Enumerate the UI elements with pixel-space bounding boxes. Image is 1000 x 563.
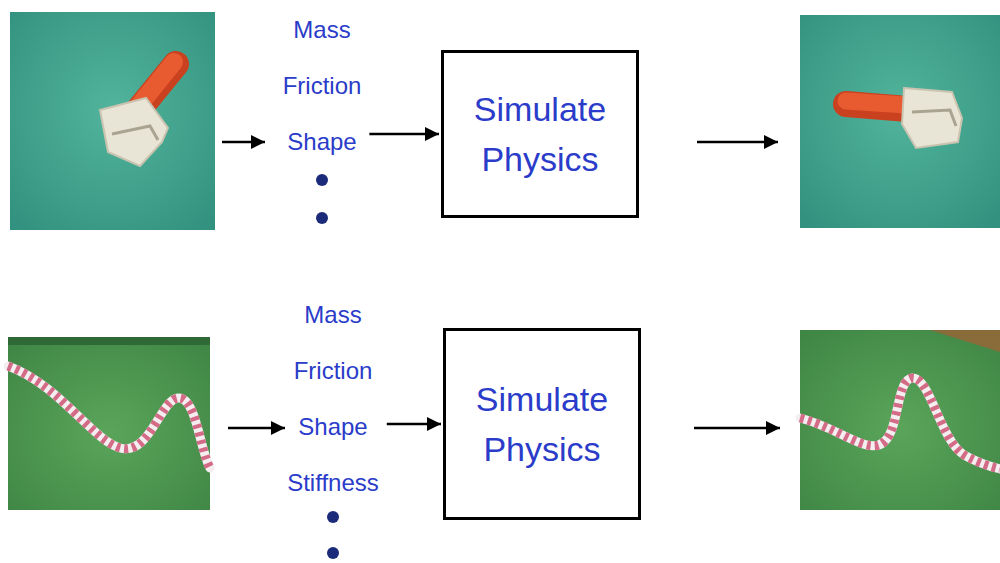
process-box: Simulate Physics: [443, 328, 641, 520]
photo-ground: [800, 15, 1000, 228]
photo-edge: [930, 330, 1000, 352]
attribute-label: Shape: [283, 114, 362, 170]
object-photo-result: [800, 15, 1000, 228]
attribute-label: Friction: [283, 58, 362, 114]
photo-ground: [10, 12, 215, 230]
rope-photo: [8, 337, 210, 510]
input-arrow: [222, 141, 265, 144]
rope-photo-result: [800, 330, 1000, 510]
output-arrow: [697, 141, 778, 144]
object-photo: [10, 12, 215, 230]
box-label: Simulate Physics: [452, 84, 628, 184]
rope-stripes: [8, 366, 210, 468]
attribute-label: Shape: [287, 399, 379, 455]
object-head: [100, 98, 168, 166]
ellipsis-dot: [316, 174, 328, 186]
rope: [8, 366, 210, 468]
attribute-label: Stiffness: [287, 455, 379, 511]
attribute-label: Friction: [287, 343, 379, 399]
ellipsis-dot: [316, 212, 328, 224]
rope: [800, 378, 1000, 469]
attribute-list: MassFrictionShape: [283, 2, 362, 170]
photo-edge: [8, 337, 210, 345]
attribute-list: MassFrictionShapeStiffness: [287, 287, 379, 511]
photo-ground: [800, 330, 1000, 510]
ellipsis-dot: [327, 511, 339, 523]
box-label: Simulate Physics: [454, 374, 630, 474]
flow-arrow: [387, 423, 441, 426]
object-notch: [912, 110, 956, 126]
ellipsis-dot: [327, 547, 339, 559]
rope-stripes: [800, 378, 1000, 469]
object-head: [902, 88, 962, 148]
attribute-label: Mass: [287, 287, 379, 343]
process-box: Simulate Physics: [441, 50, 639, 218]
output-arrow: [694, 427, 780, 430]
input-arrow: [228, 427, 285, 430]
photo-ground: [8, 337, 210, 510]
flow-arrow: [369, 133, 439, 136]
attribute-label: Mass: [283, 2, 362, 58]
object-notch: [112, 126, 158, 140]
